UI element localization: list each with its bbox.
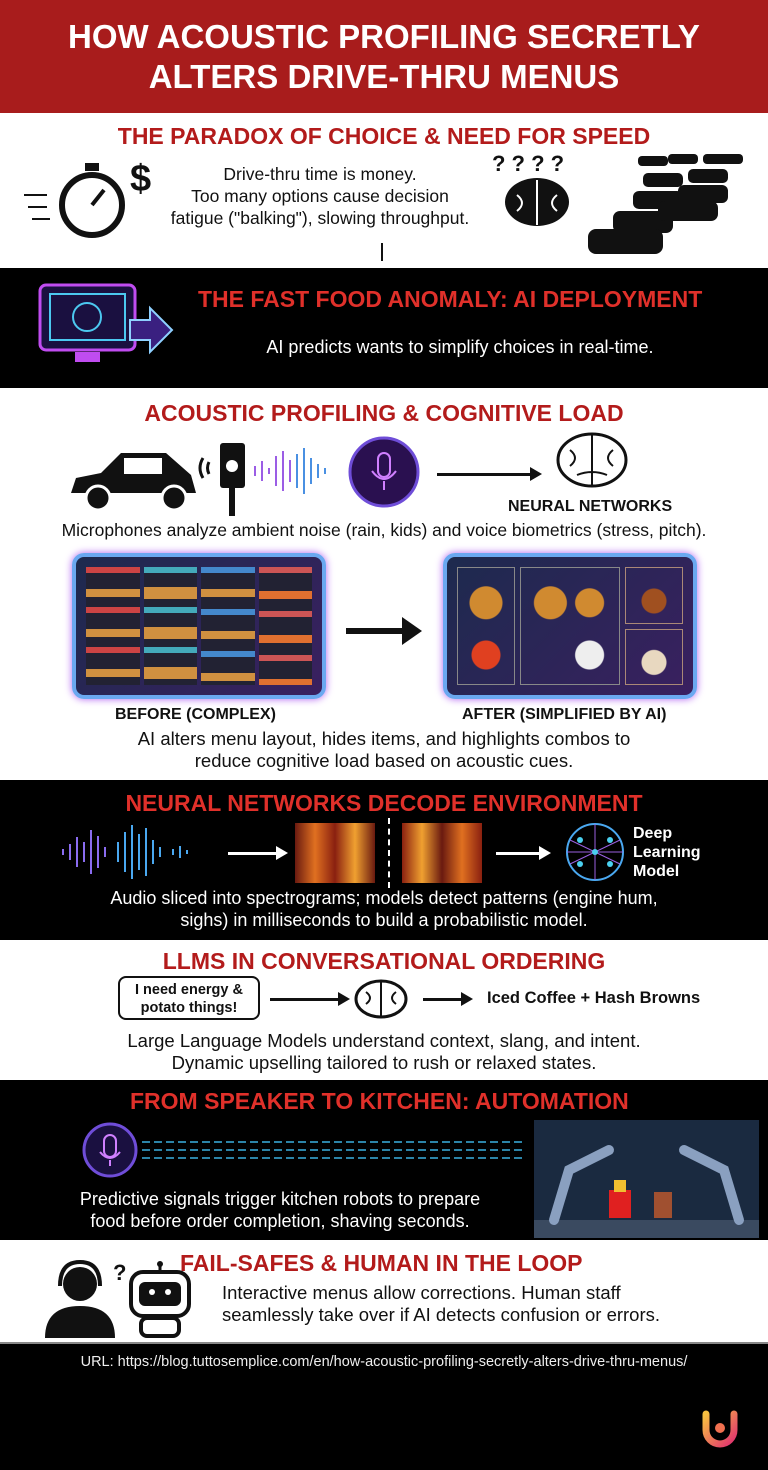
text-line: Interactive menus allow corrections. Hum…	[222, 1282, 621, 1303]
question-marks: ? ? ? ?	[492, 151, 565, 176]
text-line: fatigue ("balking"), slowing throughput.	[170, 208, 470, 228]
title-line-2: ALTERS DRIVE-THRU MENUS	[148, 58, 620, 95]
microphone-icon	[348, 436, 420, 508]
after-label: AFTER (SIMPLIFIED BY AI)	[462, 706, 667, 723]
right-arrow-icon	[228, 846, 288, 860]
section-heading: FROM SPEAKER TO KITCHEN: AUTOMATION	[130, 1088, 629, 1114]
text-line: Audio sliced into spectrograms; models d…	[110, 888, 658, 908]
label-line: Deep	[633, 825, 673, 842]
before-label: BEFORE (COMPLEX)	[115, 706, 276, 723]
logo-icon	[702, 1410, 738, 1448]
kitchen-robots-image	[534, 1120, 759, 1238]
right-arrow-icon	[423, 992, 473, 1006]
title-line-1: HOW ACOUSTIC PROFILING SECRETLY	[68, 18, 700, 55]
menu-before-image	[72, 553, 326, 699]
car-queue-icon	[588, 154, 743, 254]
audio-waveform-icon	[62, 825, 188, 879]
spectrogram-image	[402, 823, 482, 883]
right-arrow-icon	[496, 846, 551, 860]
before-after-arrow-icon	[346, 617, 422, 645]
neural-networks-label: NEURAL NETWORKS	[508, 498, 673, 515]
signal-stream-icon	[82, 1122, 522, 1178]
text-line: Dynamic upselling tailored to rush or re…	[171, 1052, 597, 1073]
section-automation: FROM SPEAKER TO KITCHEN: AUTOMATION Pred…	[0, 1080, 768, 1240]
text-line: reduce cognitive load based on acoustic …	[194, 750, 574, 771]
title-banner: HOW ACOUSTIC PROFILING SECRETLY ALTERS D…	[0, 0, 768, 113]
slice-divider	[388, 818, 390, 888]
car-icon	[71, 453, 196, 512]
label-line: Model	[633, 863, 680, 880]
speaker-post-icon	[198, 443, 245, 516]
sound-wave-icon	[254, 448, 326, 494]
section-paradox-of-choice: THE PARADOX OF CHOICE & NEED FOR SPEED $…	[0, 113, 768, 268]
monitor-arrow-icon	[38, 283, 174, 362]
text-line: Too many options cause decision	[191, 186, 449, 206]
text-line: Drive-thru time is money.	[223, 164, 417, 184]
section-heading: THE PARADOX OF CHOICE & NEED FOR SPEED	[117, 123, 651, 149]
question-mark: ?	[113, 1260, 127, 1285]
section-text: Microphones analyze ambient noise (rain,…	[61, 520, 707, 540]
bubble-line: potato things!	[140, 1000, 238, 1016]
right-arrow-icon	[270, 992, 350, 1006]
label-line: Learning	[633, 844, 701, 861]
human-agent-headset-icon	[45, 1259, 115, 1338]
stopwatch-icon	[24, 163, 125, 238]
text-line: Large Language Models understand context…	[127, 1030, 641, 1051]
spectrogram-image	[295, 823, 375, 883]
section-text: AI predicts wants to simplify choices in…	[266, 337, 654, 357]
section-llms: LLMS IN CONVERSATIONAL ORDERING I need e…	[0, 940, 768, 1080]
section-heading: NEURAL NETWORKS DECODE ENVIRONMENT	[125, 790, 643, 816]
order-result: Iced Coffee + Hash Browns	[487, 989, 701, 1007]
dollar-icon: $	[130, 158, 152, 200]
speech-bubble: I need energy & potato things!	[118, 976, 260, 1020]
menu-after-image	[443, 553, 697, 699]
section-neural-networks: NEURAL NETWORKS DECODE ENVIRONMENT Deep …	[0, 780, 768, 940]
text-line: AI alters menu layout, hides items, and …	[137, 728, 631, 749]
down-arrow-icon	[381, 243, 383, 261]
footer: URL: https://blog.tuttosemplice.com/en/h…	[0, 1342, 768, 1470]
section-acoustic-profiling: ACOUSTIC PROFILING & COGNITIVE LOAD NEUR…	[0, 388, 768, 780]
section-heading: LLMS IN CONVERSATIONAL ORDERING	[162, 948, 606, 974]
source-url-link[interactable]: URL: https://blog.tuttosemplice.com/en/h…	[80, 1354, 688, 1370]
text-line: sighs) in milliseconds to build a probab…	[180, 910, 588, 930]
robot-icon	[129, 1261, 191, 1338]
bubble-line: I need energy &	[135, 982, 243, 998]
section-heading: ACOUSTIC PROFILING & COGNITIVE LOAD	[144, 400, 624, 426]
text-line: seamlessly take over if AI detects confu…	[222, 1304, 661, 1325]
section-ai-deployment: THE FAST FOOD ANOMALY: AI DEPLOYMENT AI …	[0, 268, 768, 388]
brain-icon	[556, 432, 628, 488]
section-heading: FAIL-SAFES & HUMAN IN THE LOOP	[180, 1250, 583, 1276]
brain-icon	[354, 979, 408, 1019]
brain-icon	[505, 178, 569, 226]
text-line: Predictive signals trigger kitchen robot…	[79, 1189, 481, 1209]
network-sphere-icon	[566, 823, 624, 881]
section-fail-safes: FAIL-SAFES & HUMAN IN THE LOOP ? Interac…	[0, 1240, 768, 1342]
text-line: food before order completion, shaving se…	[90, 1211, 470, 1231]
right-arrow-icon	[437, 467, 542, 481]
section-heading: THE FAST FOOD ANOMALY: AI DEPLOYMENT	[198, 286, 703, 312]
deep-learning-model-label: Deep Learning Model	[633, 824, 701, 881]
